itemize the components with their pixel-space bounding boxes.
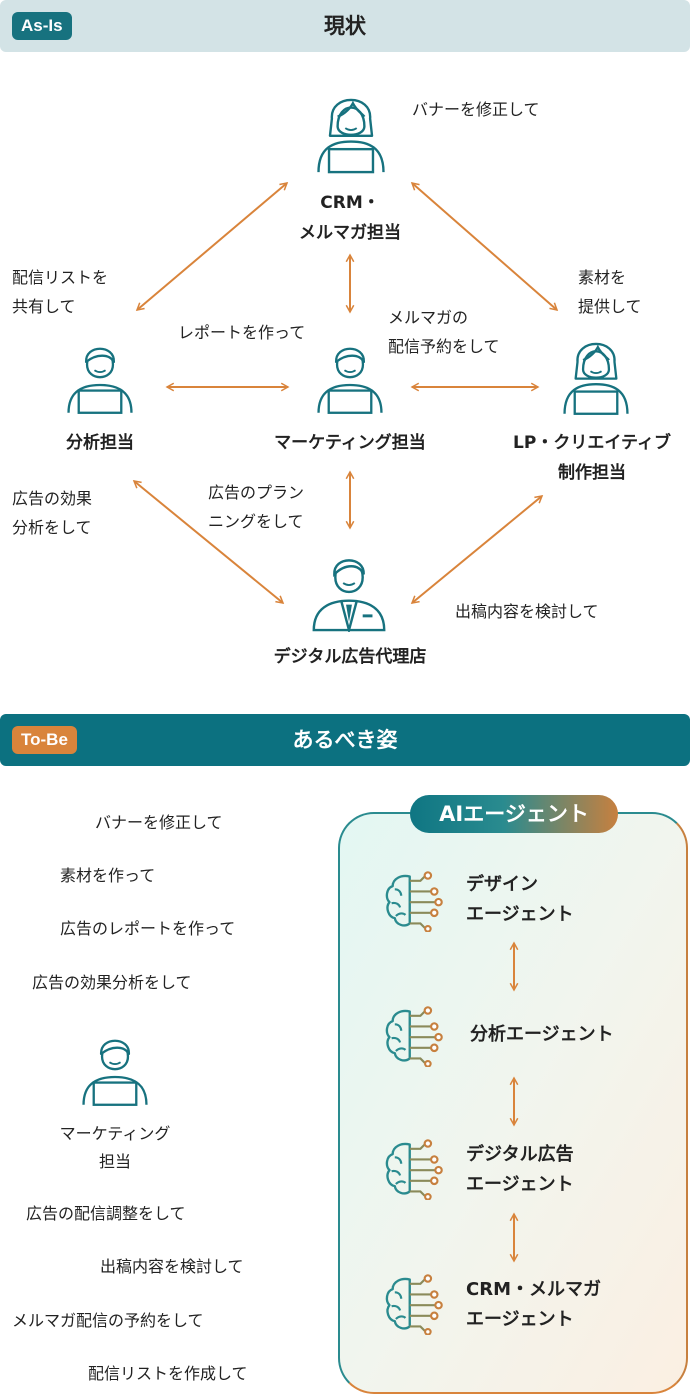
- arrow-crm-analysis: [137, 183, 287, 310]
- node-crm: CRM・ メルマガ担当: [299, 193, 401, 243]
- node-agency: デジタル広告代理店: [273, 647, 427, 667]
- agent-crm-mail: CRM・メルマガ エージェント: [466, 1279, 601, 1330]
- label-share-list: 配信リストを 共有して: [12, 268, 109, 316]
- as-is-tag: As-Is: [12, 12, 72, 40]
- agent-digital-ad: デジタル広告 エージェント: [466, 1144, 574, 1195]
- as-is-title: 現状: [324, 14, 366, 38]
- arrow-lp-agency: [412, 496, 542, 603]
- task-item: 配信リストを作成して: [88, 1364, 248, 1383]
- label-mail-schedule: メルマガの 配信予約をして: [388, 308, 500, 356]
- task-item: 出稿内容を検討して: [100, 1257, 244, 1276]
- lp-person-icon: [559, 332, 633, 416]
- label-report: レポートを作って: [178, 323, 306, 342]
- arrow-analysis-agency: [134, 481, 283, 603]
- tobe-marketing-person-icon: [78, 1022, 152, 1108]
- brain-icon: [382, 868, 446, 932]
- marketing-person-icon: [313, 330, 387, 416]
- to-be-title: あるべき姿: [292, 728, 398, 752]
- label-banner: バナーを修正して: [412, 100, 540, 119]
- task-item: 広告の効果分析をして: [32, 973, 192, 992]
- task-item: 素材を作って: [60, 866, 156, 885]
- to-be-tag: To-Be: [12, 726, 77, 754]
- tobe-person-label: マーケティング 担当: [59, 1124, 171, 1171]
- brain-icon: [382, 1271, 446, 1335]
- task-item: 広告の配信調整をして: [26, 1204, 186, 1223]
- agent-design: デザイン エージェント: [466, 874, 574, 925]
- analysis-person-icon: [63, 330, 137, 416]
- arrow-crm-lp: [412, 183, 557, 310]
- node-lp: LP・クリエイティブ 制作担当: [513, 433, 671, 483]
- task-item: 広告のレポートを作って: [60, 919, 236, 938]
- to-be-header: あるべき姿 To-Be: [0, 714, 690, 766]
- node-analysis: 分析担当: [66, 433, 134, 453]
- agent-analysis: 分析エージェント: [470, 1024, 614, 1045]
- agency-person-icon: [308, 544, 390, 632]
- brain-icon: [382, 1003, 446, 1067]
- brain-icon: [382, 1136, 446, 1200]
- label-ad-effect: 広告の効果 分析をして: [12, 489, 93, 537]
- ai-agent-title: AIエージェント: [410, 795, 618, 833]
- label-ad-planning: 広告のプラン ニングをして: [208, 483, 305, 531]
- task-item: メルマガ配信の予約をして: [12, 1311, 204, 1330]
- node-marketing: マーケティング担当: [274, 433, 426, 453]
- as-is-connectors: [0, 0, 690, 700]
- crm-person-icon: [311, 88, 391, 174]
- label-placement: 出稿内容を検討して: [455, 602, 599, 621]
- as-is-header: 現状 As-Is: [0, 0, 690, 52]
- label-materials: 素材を 提供して: [578, 268, 642, 316]
- task-item: バナーを修正して: [95, 813, 223, 832]
